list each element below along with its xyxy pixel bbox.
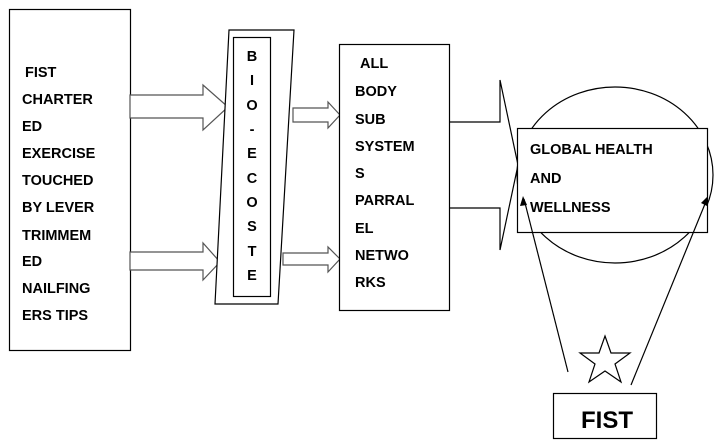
systems-line: SYSTEM xyxy=(355,139,415,155)
systems-line: RKS xyxy=(355,275,386,291)
arrowhead-left-icon xyxy=(520,196,527,206)
systems-box-text: ALL BODY SUB SYSTEM S PARRAL EL NETWO RK… xyxy=(355,56,415,291)
systems-line: SUB xyxy=(355,112,386,128)
bio-letter: O xyxy=(246,98,257,114)
source-line: BY LEVER xyxy=(22,200,95,216)
arrow-left-line xyxy=(523,198,569,373)
star-icon xyxy=(578,334,632,384)
bio-letter: O xyxy=(246,195,257,211)
systems-box xyxy=(338,43,451,312)
systems-line: PARRAL xyxy=(355,193,414,209)
bio-letter: S xyxy=(247,219,257,235)
systems-line: EL xyxy=(355,221,374,237)
goal-box xyxy=(516,127,709,234)
goal-line: AND xyxy=(530,171,561,187)
source-box xyxy=(8,8,132,352)
goal-line: WELLNESS xyxy=(530,200,611,216)
bio-ecoste-text: B I O - E C O S T E xyxy=(246,49,257,284)
arrowhead-right-icon xyxy=(701,196,708,206)
block-arrow-small-upper xyxy=(292,100,341,130)
source-line: TOUCHED xyxy=(22,173,93,189)
source-line: ERS TIPS xyxy=(22,308,88,324)
source-line: NAILFING xyxy=(22,281,90,297)
block-arrow-small-lower xyxy=(282,245,341,274)
fist-label: FIST xyxy=(581,407,633,434)
bio-letter: B xyxy=(247,49,257,65)
bio-letter: I xyxy=(250,73,254,89)
goal-box-text: GLOBAL HEALTH AND WELLNESS xyxy=(530,142,653,216)
source-line: FIST xyxy=(25,65,57,81)
block-arrow-upper xyxy=(129,83,229,132)
source-box-text: FIST CHARTER ED EXERCISE TOUCHED BY LEVE… xyxy=(22,65,96,324)
source-line: ED xyxy=(22,254,42,270)
big-arrow xyxy=(450,79,519,251)
goal-line: GLOBAL HEALTH xyxy=(530,142,653,158)
systems-line: S xyxy=(355,166,365,182)
systems-line: BODY xyxy=(355,84,397,100)
arrow-right-line xyxy=(630,198,708,386)
systems-line: NETWO xyxy=(355,248,409,264)
source-line: EXERCISE xyxy=(22,146,96,162)
source-line: ED xyxy=(22,119,42,135)
bio-letter: E xyxy=(247,146,257,162)
source-line: CHARTER xyxy=(22,92,93,108)
systems-line: ALL xyxy=(360,56,388,72)
bio-letter: T xyxy=(248,244,257,260)
source-line: TRIMMEM xyxy=(22,228,91,244)
bio-ecoste-box xyxy=(232,36,272,298)
bio-letter: E xyxy=(247,268,257,284)
block-arrow-lower xyxy=(129,241,221,282)
bio-letter: - xyxy=(250,122,255,138)
bio-letter: C xyxy=(247,171,258,187)
fist-box xyxy=(552,392,658,440)
